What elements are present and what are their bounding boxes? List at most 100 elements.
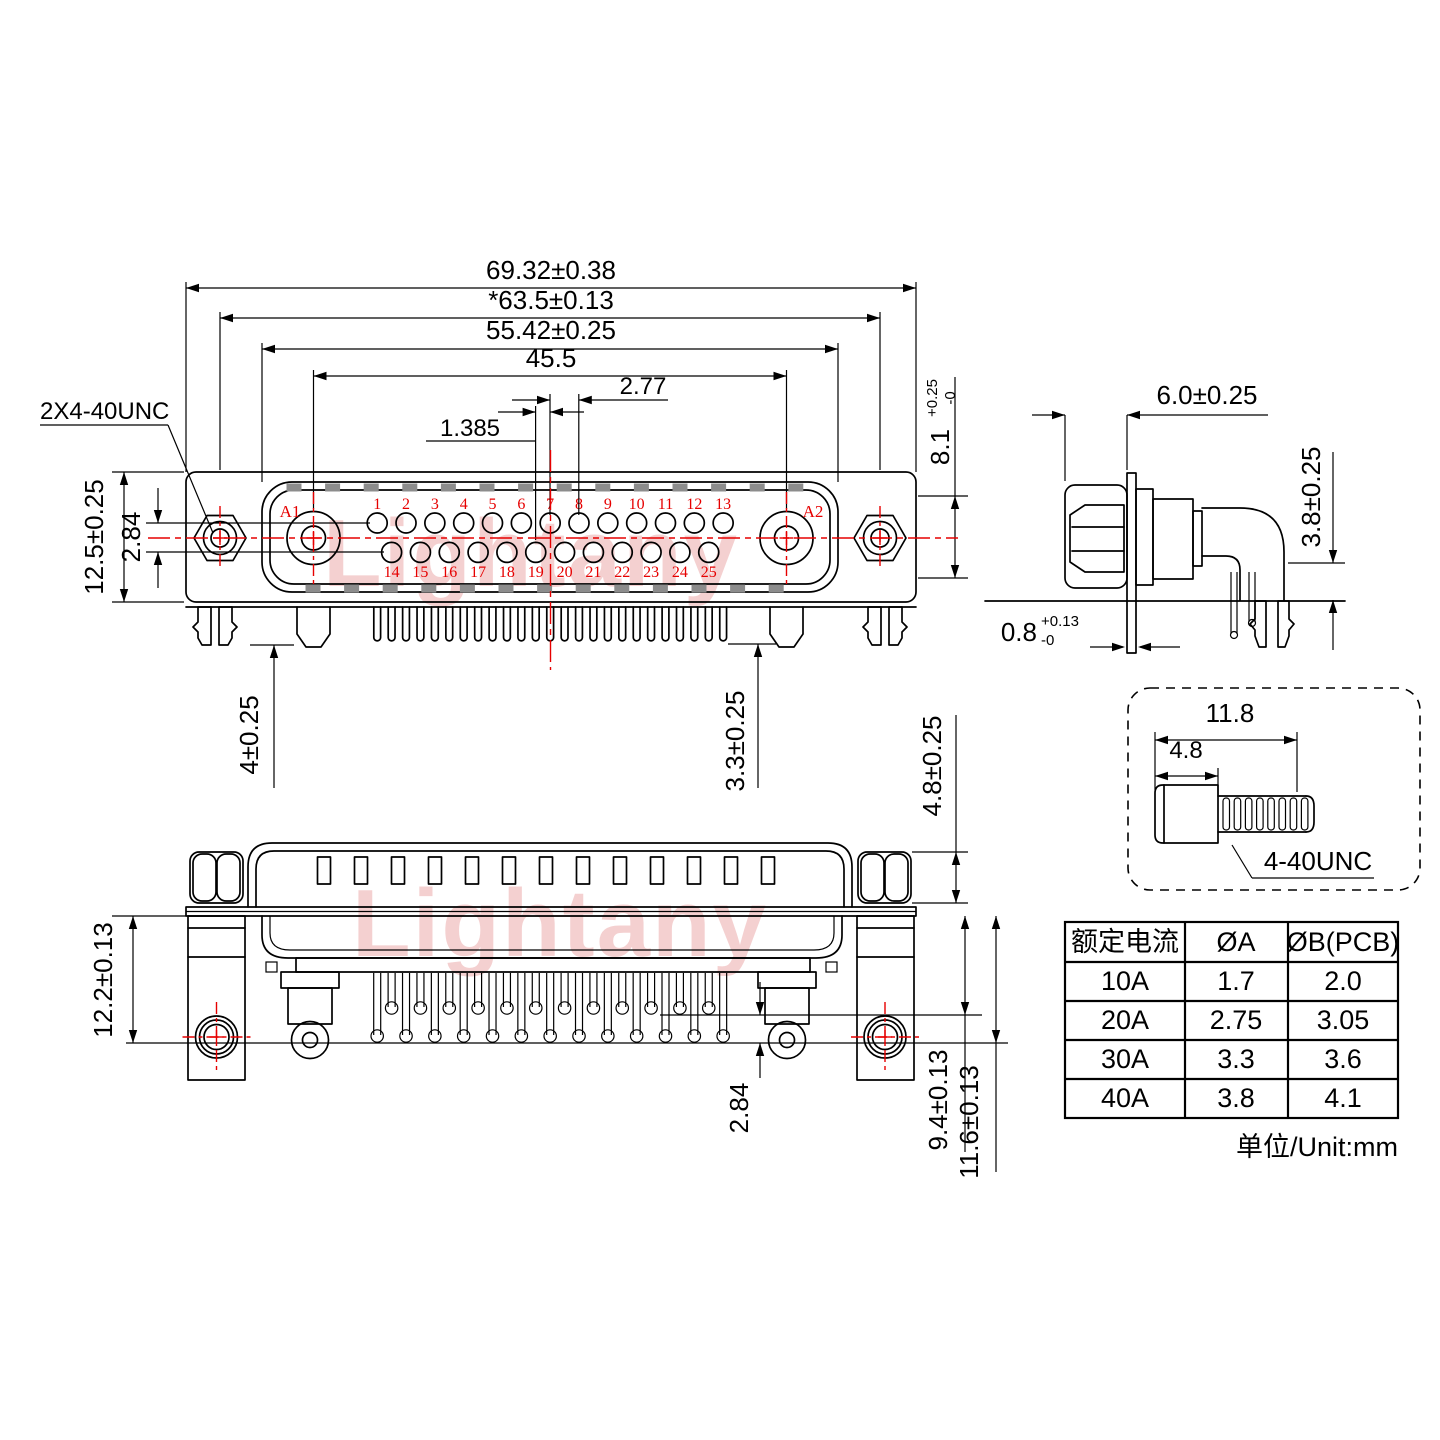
pin-number: 11 [658,496,673,513]
pin-tip [514,1029,529,1043]
arrowhead [522,407,536,417]
pin-tip [557,1001,572,1015]
dim-plate-minus: -0 [1041,632,1054,649]
pin-tip [601,1029,615,1043]
pin-number: 25 [701,564,717,581]
hatch-mark [672,483,688,492]
pin-number: 2 [402,496,410,513]
pin-tip [543,1029,557,1043]
table-cell: 2.0 [1324,966,1362,996]
bent-pin-tails [370,973,730,1043]
hatch-mark [479,483,495,492]
pin-circle [395,512,417,534]
pin-slot [464,856,480,885]
screw-head [1154,784,1219,844]
pin-number: 4 [460,496,468,513]
thread-callout: 2X4-40UNC [40,398,169,425]
pin-number: 15 [412,564,428,581]
table-header-current: 额定电流 [1071,927,1179,957]
pin-slot [353,856,369,885]
table-cell: 10A [1101,966,1149,996]
pin-tail [401,606,411,642]
pin-tail [488,606,497,642]
arrowhead [1155,735,1168,745]
pin-slot [723,856,739,885]
pin-circle [452,512,475,534]
dim-width-shell: 55.42±0.25 [486,315,616,345]
pin-slots [316,856,776,885]
bottom-view [185,842,917,1081]
pin-circle [582,541,605,564]
pin-tip [701,1001,716,1015]
hatch-mark [421,584,437,593]
pin-tail [517,606,526,642]
dim-pin-length: 3.3±0.25 [720,690,750,791]
pin-tip [528,1001,543,1015]
pin-number: 12 [686,496,702,513]
pin-tip [687,1029,702,1043]
dimension-line [1231,844,1253,879]
pin-circle [510,512,533,534]
dim-row-offset: 2.84 [116,512,146,563]
pin-number: 22 [614,564,630,581]
pin-circle [669,541,691,564]
dimension-labels: 2X4-40UNC 69.32±0.38 *63.5±0.13 55.42±0.… [40,255,1372,1179]
pin-tail [531,606,541,642]
hatch-mark [711,483,727,492]
hatch-mark [459,584,475,593]
pin-tail [618,606,627,642]
arrowhead [903,283,916,293]
arrowhead [1138,642,1151,652]
thread-groove [1233,797,1242,831]
pin-number: 21 [585,564,601,581]
table-cell: 3.8 [1217,1083,1255,1113]
pin-tip [413,1001,428,1015]
pin-slot [538,856,554,885]
power-peg-right [769,606,804,648]
hatch-mark [402,483,418,492]
arrowhead [951,890,961,903]
arrowhead [153,552,163,565]
pin-circle [553,541,576,564]
pin-tail [675,606,685,642]
arrowhead [1284,735,1297,745]
dim-leg-height: 12.2±0.13 [88,922,118,1037]
arrowhead [262,344,275,354]
center-lines [148,450,958,1072]
dim-foot-length: 4±0.25 [234,695,264,774]
pin-tip [442,1001,457,1015]
dim-pin-row2: 11.6±0.13 [954,1065,984,1179]
arrowhead [128,916,138,929]
insulator-step2 [1152,498,1194,580]
pin-tail [387,606,396,642]
arrowhead [1112,642,1125,652]
board-lock-right [862,606,908,646]
arrowhead [991,1030,1001,1043]
pin-tip [658,1029,673,1043]
pin-circle [654,512,677,534]
pin-slot [390,856,406,885]
pin-number: 19 [528,564,544,581]
pin-tail [459,606,468,642]
thread-groove [1255,797,1264,831]
hatch-mark [440,483,456,492]
pin-tail [632,606,641,642]
pin-tip [456,1029,471,1043]
hatch-mark [518,483,534,492]
hatch-mark [498,584,514,593]
pin-tip [485,1029,500,1043]
shell-hatch-marks [286,483,804,593]
table-cell: 3.05 [1317,1005,1370,1035]
hatch-mark [652,584,668,593]
pin-slot [760,856,776,885]
right-angle-shroud-inner [1201,555,1241,601]
pin-tip [1229,630,1239,640]
table-cell: 20A [1101,1005,1149,1035]
arrowhead [1328,600,1338,613]
pin-tail [445,606,454,642]
dim-plate-plus: +0.13 [1041,613,1079,630]
arrowhead [950,565,960,578]
arrowhead [269,645,279,658]
arrowhead [153,510,163,523]
arrowhead [753,644,763,657]
